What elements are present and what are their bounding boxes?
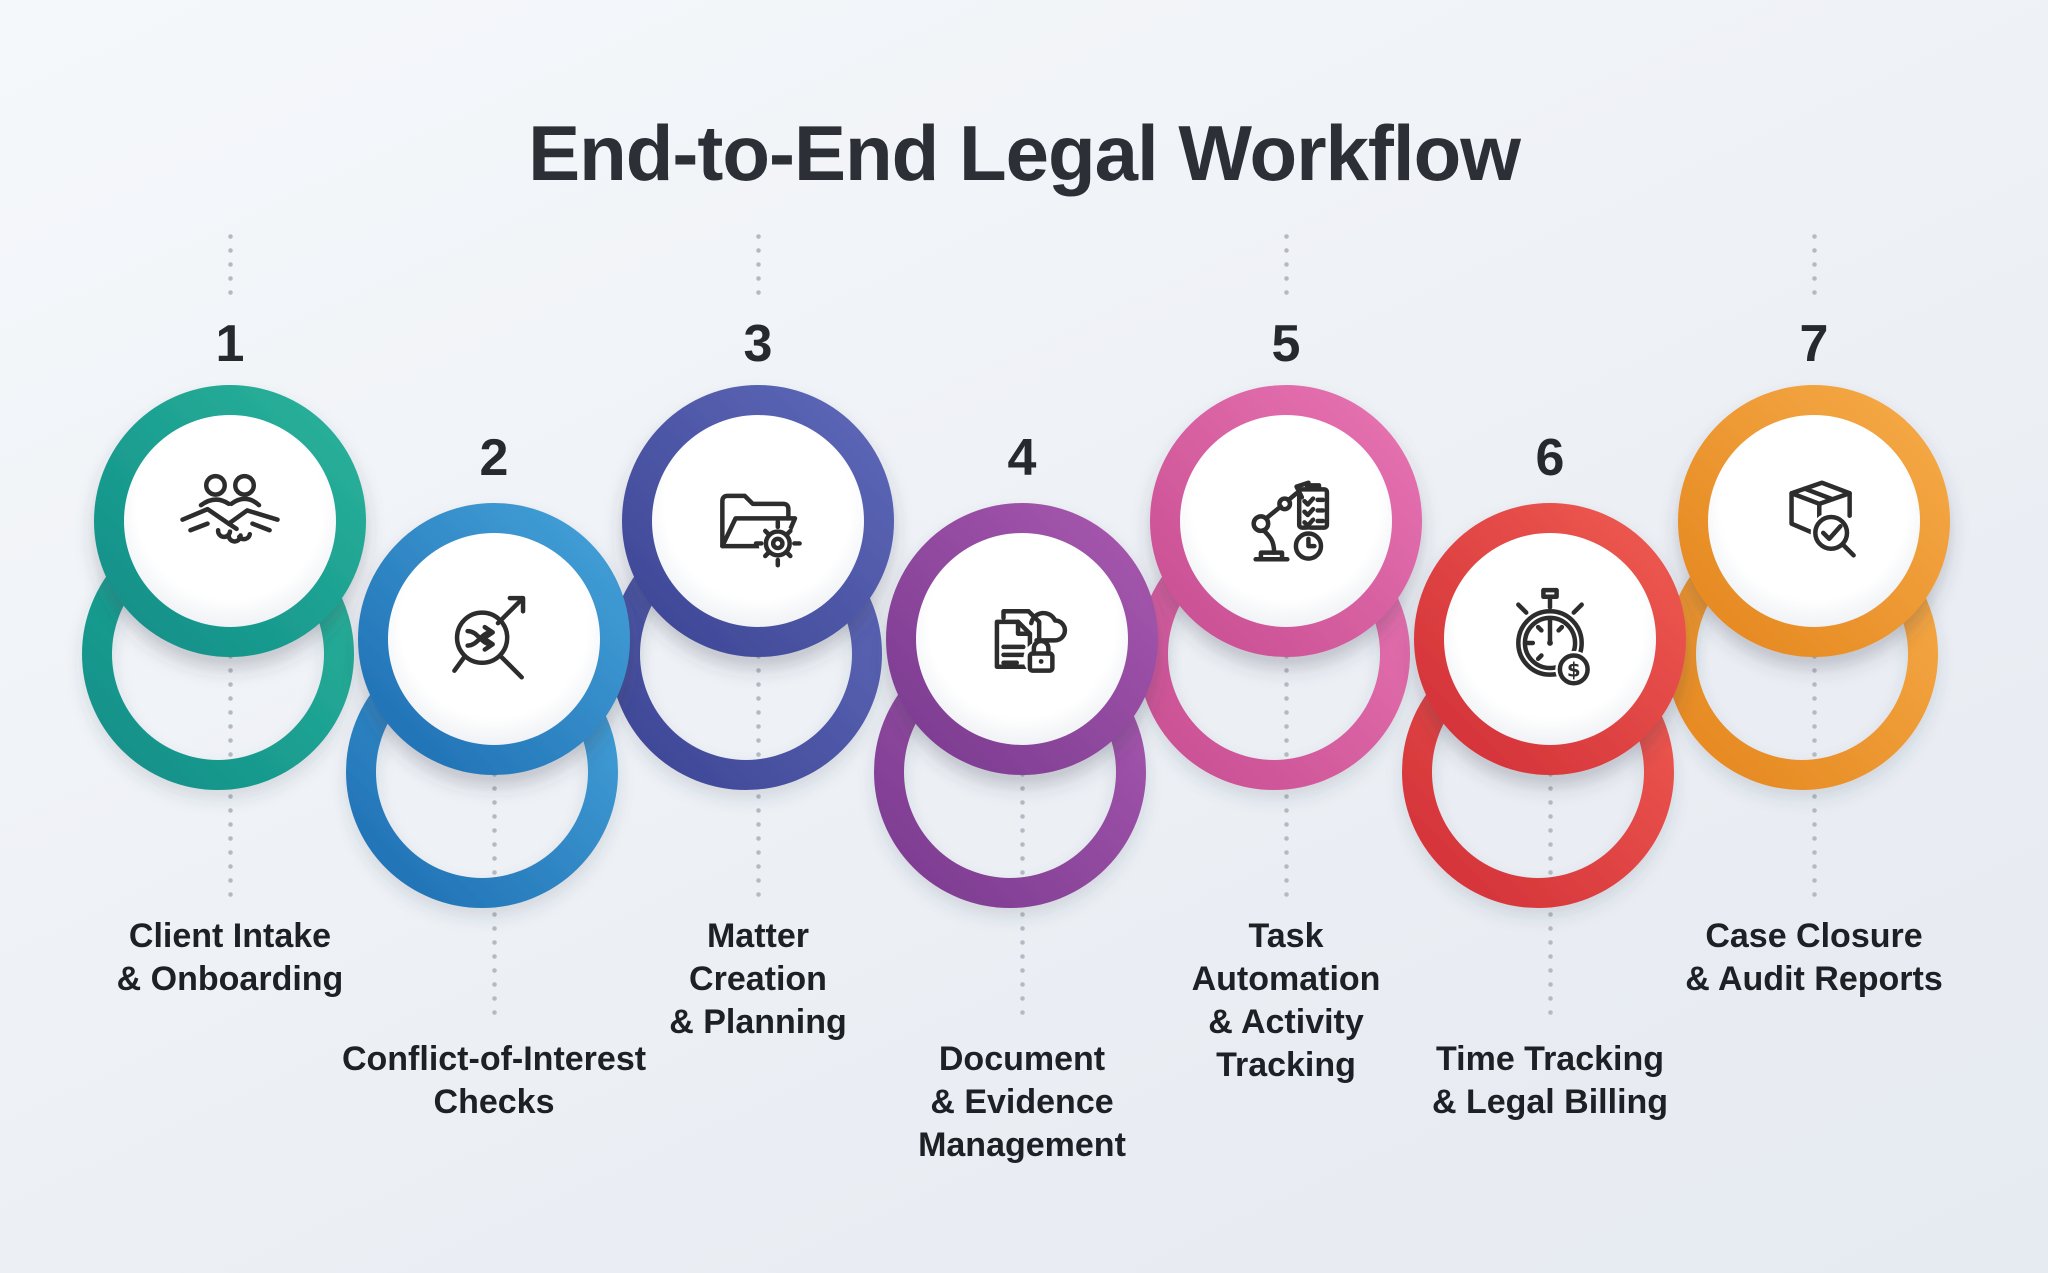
step-ring — [622, 385, 894, 657]
package-audit-icon — [1748, 455, 1880, 587]
step-label-line: Management — [918, 1126, 1126, 1164]
step-label-line: Matter — [706, 917, 810, 955]
robot-checklist-icon — [1220, 455, 1352, 587]
step-number: 6 — [1535, 429, 1565, 487]
step-label-line: & Audit Reports — [1685, 960, 1943, 998]
step-label-line: Creation — [689, 960, 827, 998]
step-ring — [1678, 385, 1950, 657]
step-label-line: Case Closure — [1705, 917, 1923, 955]
step-label-line: & Onboarding — [116, 960, 344, 998]
step-label-line: Client Intake — [128, 917, 332, 955]
step-label: Case Closure & Audit Reports — [1644, 915, 1984, 1001]
step-label-line: & Legal Billing — [1431, 1083, 1669, 1121]
step-ring — [1150, 385, 1422, 657]
document-cloud-lock-icon — [956, 573, 1088, 705]
dotted-connector-top — [1811, 234, 1817, 298]
dotted-connector-top — [755, 234, 761, 298]
step-number: 7 — [1799, 315, 1829, 373]
stopwatch-dollar-icon: $ — [1484, 573, 1616, 705]
dotted-connector-top — [227, 234, 233, 298]
svg-text:$: $ — [1567, 659, 1581, 682]
step-label-line: Task — [1248, 917, 1324, 955]
step-ring — [886, 503, 1158, 775]
step-label-line: Checks — [433, 1083, 555, 1121]
step-label-line: Tracking — [1216, 1046, 1356, 1084]
step-label: Client Intake & Onboarding — [60, 915, 400, 1001]
step-number: 3 — [743, 315, 773, 373]
step-ring — [358, 503, 630, 775]
step-label-line: Time Tracking — [1435, 1040, 1665, 1078]
folder-gear-icon — [692, 455, 824, 587]
step-label-line: Document — [938, 1040, 1106, 1078]
step-number: 1 — [215, 315, 245, 373]
page-title: End-to-End Legal Workflow — [528, 109, 1521, 197]
step-label-line: & Evidence — [930, 1083, 1114, 1121]
step-number: 4 — [1007, 429, 1037, 487]
dotted-connector-top — [1283, 234, 1289, 298]
step-number: 2 — [479, 429, 509, 487]
handshake-icon — [164, 455, 296, 587]
step-label-line: & Activity — [1208, 1003, 1364, 1041]
step-label-line: & Planning — [669, 1003, 847, 1041]
step-number: 5 — [1271, 315, 1301, 373]
step-label-line: Automation — [1191, 960, 1381, 998]
step-label-line: Conflict-of-Interest — [341, 1040, 647, 1078]
step-label: Time Tracking & Legal Billing — [1380, 1038, 1720, 1124]
conflict-search-icon — [428, 573, 560, 705]
